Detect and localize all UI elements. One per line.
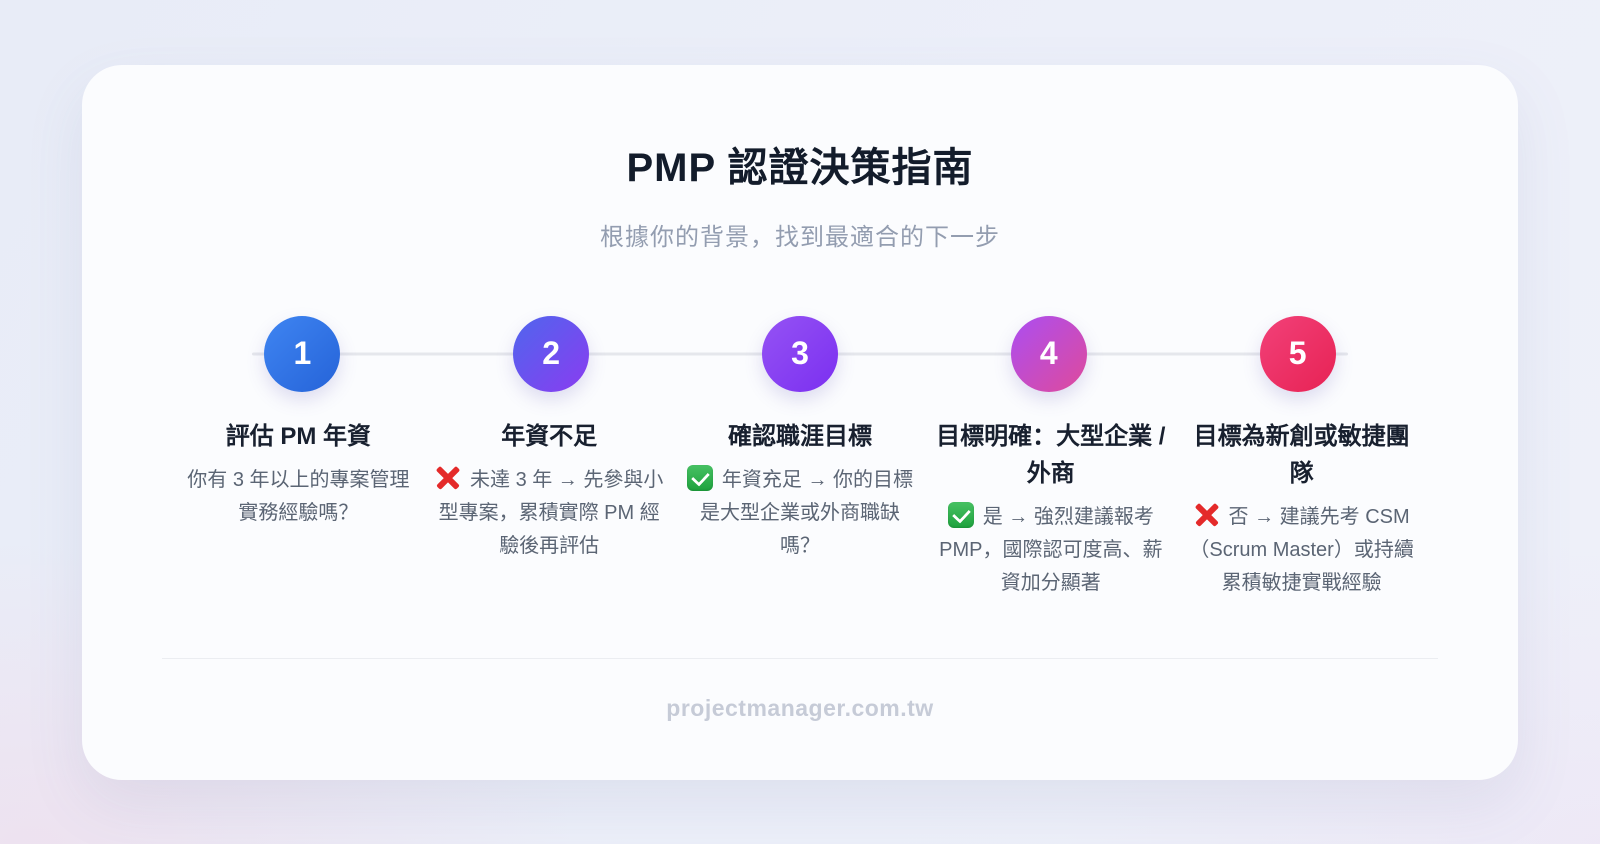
step-4-description-text: 是 → 強烈建議報考 PMP，國際認可度高、薪資加分顯著 [939,505,1163,594]
step-5-description: 否 → 建議先考 CSM（Scrum Master）或持續累積敏捷實戰經驗 [1183,501,1420,600]
timeline: 1 2 3 4 5 [178,315,1422,392]
step-1-column: 評估 PM 年資 你有 3 年以上的專案管理實務經驗嗎？ [178,418,419,600]
step-1-number-badge: 1 [264,315,341,392]
step-1-badge-cell: 1 [178,315,427,392]
step-4-badge-cell: 4 [924,315,1173,392]
step-5-description-text: 否 → 建議先考 CSM（Scrum Master）或持續累積敏捷實戰經驗 [1189,505,1414,594]
cross-mark-icon [435,465,461,491]
step-2-number-badge: 2 [513,315,590,392]
check-mark-icon [947,501,974,528]
step-2-description-text: 未達 3 年 → 先參與小型專案，累積實際 PM 經驗後再評估 [438,468,664,557]
step-5-title: 目標為新創或敏捷團隊 [1193,422,1410,487]
step-4-title: 目標明確：大型企業 / 外商 [936,422,1166,487]
page-subtitle: 根據你的背景，找到最適合的下一步 [600,223,1000,251]
step-3-description: 年資充足 → 你的目標是大型企業或外商職缺嗎？ [682,464,919,563]
step-4-number-badge: 4 [1010,315,1087,392]
step-1-title: 評估 PM 年資 [225,422,372,450]
steps-row: 評估 PM 年資 你有 3 年以上的專案管理實務經驗嗎？ 年資不足 未達 3 年… [178,418,1422,600]
timeline-badges: 1 2 3 4 5 [178,315,1422,392]
step-2-title: 年資不足 [501,422,598,450]
step-1-description: 你有 3 年以上的專案管理實務經驗嗎？ [180,464,417,530]
step-3-title: 確認職涯目標 [727,422,872,450]
step-3-badge-cell: 3 [676,315,925,392]
step-2-column: 年資不足 未達 3 年 → 先參與小型專案，累積實際 PM 經驗後再評估 [429,418,670,600]
footer-watermark: projectmanager.com.tw [666,694,934,721]
step-5-column: 目標為新創或敏捷團隊 否 → 建議先考 CSM（Scrum Master）或持續… [1181,418,1422,600]
step-4-column: 目標明確：大型企業 / 外商 是 → 強烈建議報考 PMP，國際認可度高、薪資加… [930,418,1171,600]
step-4-description: 是 → 強烈建議報考 PMP，國際認可度高、薪資加分顯著 [932,501,1169,600]
page-title: PMP 認證決策指南 [626,145,974,190]
infographic-card: PMP 認證決策指南 根據你的背景，找到最適合的下一步 1 2 3 4 [82,64,1518,780]
step-2-badge-cell: 2 [427,315,676,392]
decision-flow: 1 2 3 4 5 [178,315,1422,600]
step-3-number-badge: 3 [761,315,838,392]
footer-divider [162,657,1438,659]
step-5-number-badge: 5 [1259,315,1336,392]
step-3-description-text: 年資充足 → 你的目標是大型企業或外商職缺嗎？ [699,468,914,557]
step-1-description-text: 你有 3 年以上的專案管理實務經驗嗎？ [187,468,410,524]
step-2-description: 未達 3 年 → 先參與小型專案，累積實際 PM 經驗後再評估 [431,464,668,563]
step-5-badge-cell: 5 [1173,315,1422,392]
cross-mark-icon [1194,502,1220,528]
check-mark-icon [686,464,713,491]
step-3-column: 確認職涯目標 年資充足 → 你的目標是大型企業或外商職缺嗎？ [680,418,921,600]
